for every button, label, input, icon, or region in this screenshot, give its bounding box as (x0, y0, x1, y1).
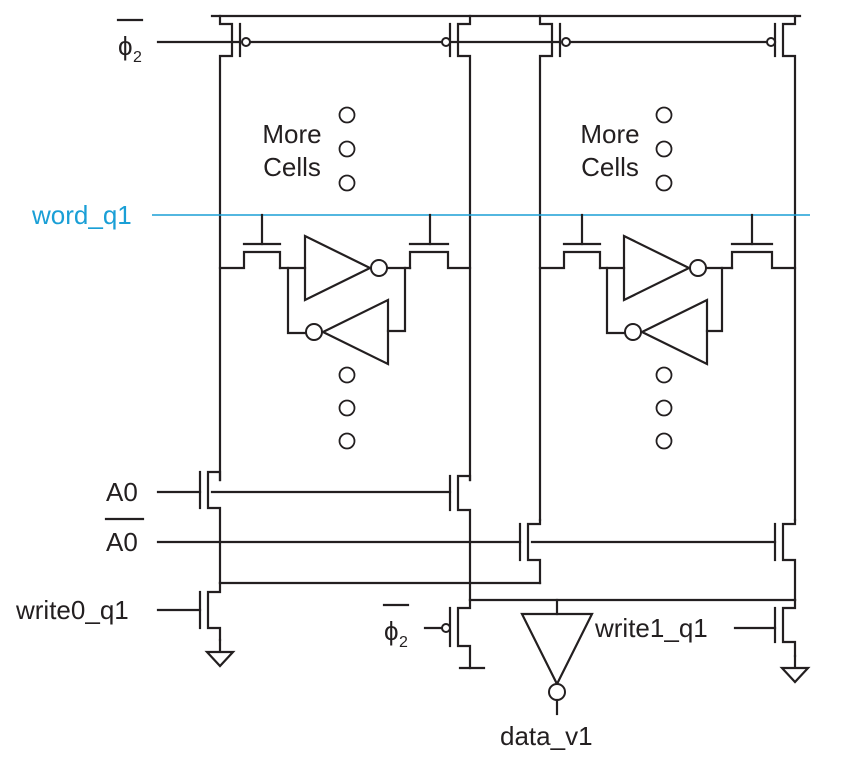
svg-text:ϕ: ϕ (384, 616, 399, 646)
write1-driver: write1_q1 (594, 598, 811, 684)
sram-cell-left (218, 213, 472, 366)
svg-text:A0: A0 (106, 477, 138, 507)
more-cells-left: More Cells (262, 106, 356, 192)
precharge-transistors (156, 14, 797, 522)
more-cells-below-right (655, 366, 673, 450)
svg-text:ϕ: ϕ (118, 31, 133, 61)
svg-text:Cells: Cells (581, 152, 639, 182)
svg-text:A0: A0 (106, 527, 138, 557)
write0-driver: write0_q1 (15, 581, 236, 668)
column-mux-a0-bar: A0 (104, 517, 797, 602)
more-cells-below-left (338, 366, 356, 450)
svg-text:More: More (580, 119, 639, 149)
data-out-label: data_v1 (500, 721, 593, 751)
more-cells-right: More Cells (580, 106, 673, 192)
svg-text:2: 2 (133, 49, 142, 66)
write0-label: write0_q1 (15, 595, 129, 625)
svg-text:2: 2 (399, 634, 408, 651)
word-line-label: word_q1 (31, 200, 132, 230)
read-precharge: ϕ 2 (382, 598, 486, 670)
svg-text:More: More (262, 119, 321, 149)
sram-cell-right (538, 213, 797, 366)
svg-text:Cells: Cells (263, 152, 321, 182)
read-inverter: data_v1 (500, 598, 594, 751)
phi2-bar-top-label: ϕ 2 (116, 18, 144, 66)
write1-label: write1_q1 (594, 613, 708, 643)
column-mux-a0: A0 (106, 470, 472, 602)
